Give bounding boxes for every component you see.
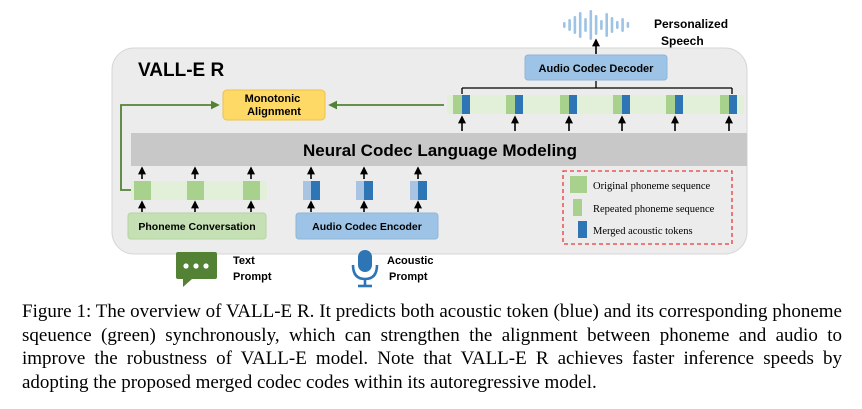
waveform-bar-1 [568,19,571,31]
waveform-bar-9 [610,17,614,33]
chat-bubble-icon [176,252,217,287]
waveform-bar-10 [616,21,619,29]
input-phoneme-token-0 [134,181,151,200]
output-acoustic-token-5 [729,95,737,114]
waveform-bar-3 [578,12,582,38]
input-acoustic-token-2 [418,181,427,200]
waveform-bar-4 [584,18,587,32]
waveform-bar-12 [626,22,630,28]
output-phoneme-token-0 [453,95,462,114]
input-prompt-token-2 [410,181,418,200]
acoustic-prompt-line-2: Prompt [389,271,428,283]
output-label: Personalized Speech [654,17,731,48]
waveform-bar-8 [605,13,608,37]
audio-codec-encoder-box [295,212,439,240]
arrows-inputs-to-model [138,166,422,212]
input-prompt-token-1 [356,181,364,200]
waveform-bar-6 [594,15,598,35]
legend-swatch-merged [578,221,587,238]
phoneme-conversation-label: Phoneme Conversation [138,221,255,233]
output-tokens [453,95,737,114]
waveform-bar-5 [589,10,593,40]
arrow-phonemes-to-alignment [120,100,220,191]
neural-codec-lm-block [131,133,747,166]
output-token-strip [447,95,744,114]
text-prompt-line-1: Text [233,255,255,267]
container-title: VALL-E R [138,60,224,81]
output-acoustic-token-2 [569,95,577,114]
output-label-line-2: Speech [661,34,704,48]
microphone-icon [351,250,379,288]
acoustic-prompt-line-1: Acoustic [387,255,433,267]
legend-label-repeated: Repeated phoneme sequence [593,204,715,215]
legend-box [562,170,733,245]
waveform-icon [563,10,630,40]
audio-codec-decoder-label: Audio Codec Decoder [539,63,655,75]
input-acoustic-token-0 [311,181,320,200]
waveform-bar-2 [573,16,577,34]
waveform-bar-11 [621,18,624,32]
audio-codec-decoder-box [524,54,668,81]
acoustic-prompt-label: Acoustic Prompt [387,255,437,283]
input-prompt-token-0 [303,181,311,200]
input-acoustic-token-1 [364,181,373,200]
input-phoneme-token-1 [187,181,204,200]
legend-swatch-repeated [573,199,582,216]
output-acoustic-token-1 [515,95,523,114]
input-tokens [134,181,427,200]
output-phoneme-token-2 [560,95,569,114]
monotonic-alignment-line-2: Alignment [247,106,301,118]
waveform-bar-7 [600,20,603,30]
output-acoustic-token-3 [622,95,630,114]
figure-caption: Figure 1: The overview of VALL-E R. It p… [22,301,842,393]
text-prompt-line-2: Prompt [233,271,272,283]
output-phoneme-token-1 [506,95,515,114]
output-phoneme-token-5 [720,95,729,114]
monotonic-alignment-line-1: Monotonic [245,93,301,105]
output-acoustic-token-4 [675,95,683,114]
legend-label-merged: Merged acoustic tokens [593,226,693,237]
output-bracket [461,81,733,94]
phoneme-conversation-box [127,212,267,240]
neural-codec-lm-label: Neural Codec Language Modeling [303,141,577,160]
monotonic-alignment-box [222,89,326,121]
output-phoneme-token-4 [666,95,675,114]
legend-swatch-original [570,176,587,193]
output-label-line-1: Personalized [654,17,728,31]
waveform-bar-0 [563,22,566,28]
output-acoustic-token-0 [462,95,470,114]
legend-label-original: Original phoneme sequence [593,181,711,192]
output-phoneme-token-3 [613,95,622,114]
vall-e-r-diagram: VALL-E R Personalized Speech Audio Codec… [111,10,748,288]
input-phoneme-token-2 [243,181,260,200]
text-prompt-label: Text Prompt [233,255,272,283]
audio-codec-encoder-label: Audio Codec Encoder [312,221,422,233]
arrows-model-to-outputs [458,115,733,131]
monotonic-alignment-label: Monotonic Alignment [245,93,304,118]
